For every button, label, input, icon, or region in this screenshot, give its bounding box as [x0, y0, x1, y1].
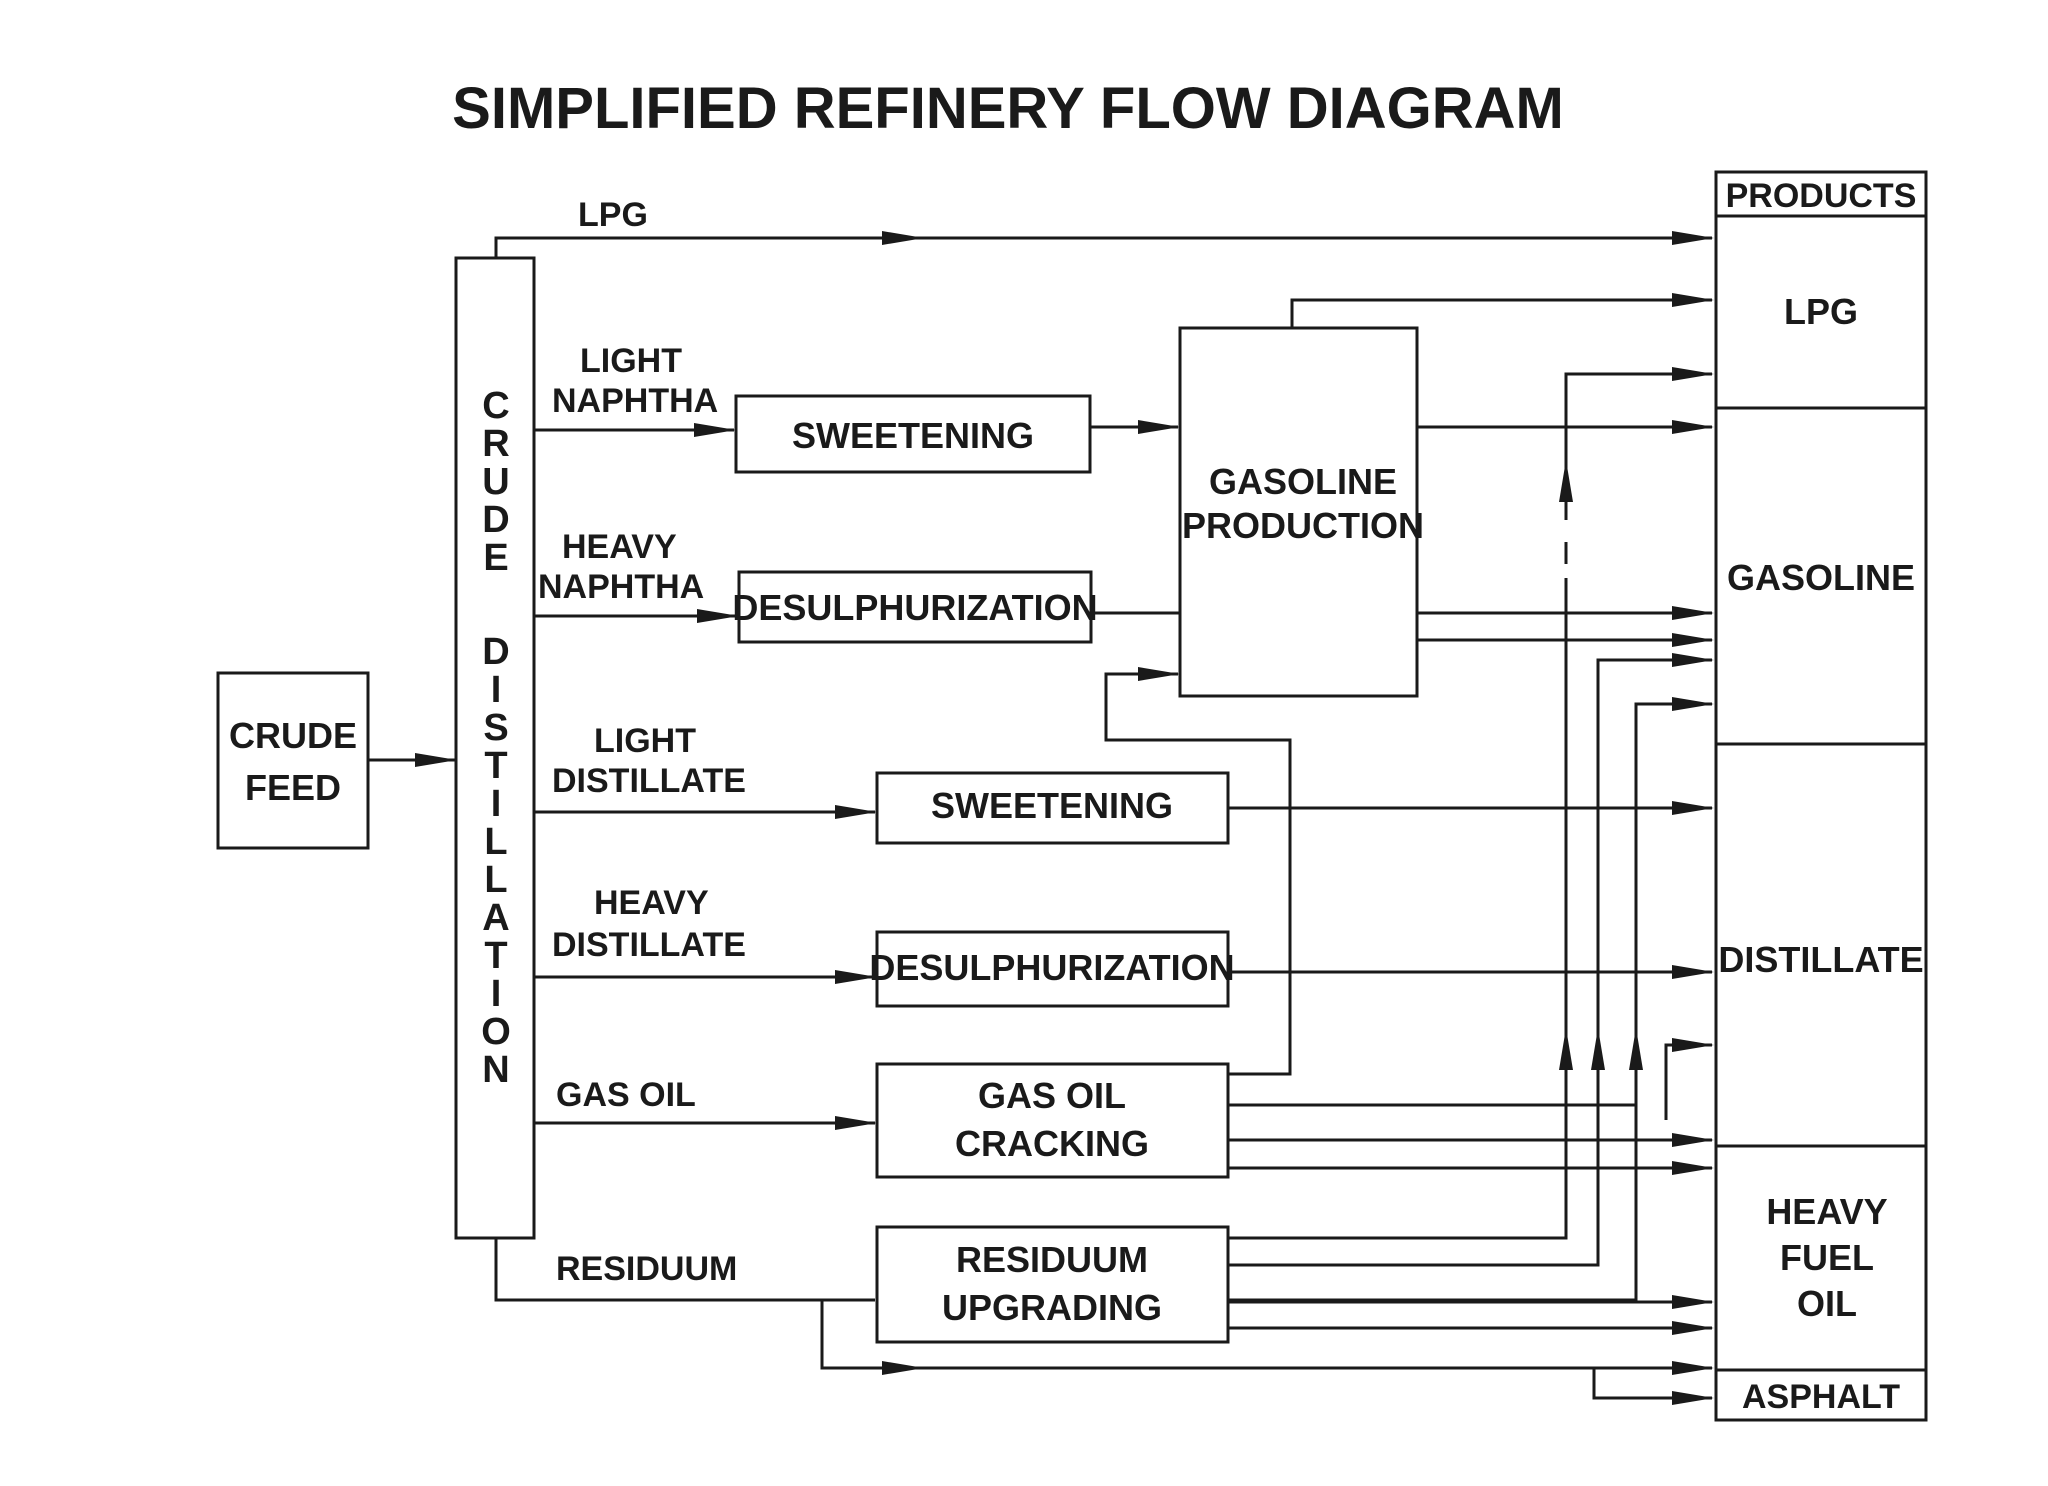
desulph-1-label: DESULPHURIZATION	[732, 587, 1097, 628]
crude-feed-line2: FEED	[245, 767, 341, 808]
cd-s: S	[483, 707, 508, 749]
desulph-2-box	[875, 930, 1230, 1008]
products-lpg: LPG	[1784, 291, 1858, 332]
cd-r: R	[482, 423, 509, 465]
stream-heavy-naphtha-label-2: NAPHTHA	[538, 568, 704, 606]
cd-t2: T	[484, 935, 507, 977]
products-heavy-fuel-oil-2: FUEL	[1780, 1237, 1874, 1278]
cd-u: U	[482, 461, 509, 503]
residuum-upgrading-box	[875, 1225, 1230, 1344]
riser-1-top	[1564, 367, 1714, 462]
riser-2	[1596, 653, 1714, 1030]
crude-feed-line1: CRUDE	[229, 715, 357, 756]
products-asphalt-box	[1714, 1368, 1928, 1422]
stream-heavy-naphtha-label-1: HEAVY	[562, 528, 677, 566]
residuum-upgrading-label-1: RESIDUUM	[956, 1239, 1148, 1280]
gasoline-production-label-2: PRODUCTION	[1182, 505, 1424, 546]
products-gasoline: GASOLINE	[1727, 557, 1915, 598]
cd-d: D	[482, 499, 509, 541]
gas-oil-cracking-box	[875, 1062, 1230, 1179]
cracking-to-gasoline-recycle	[1104, 667, 1292, 1076]
stream-light-distillate-label-1: LIGHT	[594, 722, 696, 760]
products-heavy-fuel-oil-1: HEAVY	[1766, 1191, 1887, 1232]
cd-d2: D	[482, 631, 509, 673]
products-heavy-fuel-oil-box	[1714, 1144, 1928, 1372]
stream-heavy-distillate-label-1: HEAVY	[594, 884, 709, 922]
products-header-box	[1714, 170, 1928, 218]
cd-i3: I	[491, 973, 502, 1015]
crude-feed-box	[216, 671, 370, 850]
stream-gas-oil-label: GAS OIL	[556, 1076, 696, 1114]
stream-light-distillate-label-2: DISTILLATE	[552, 762, 746, 800]
gas-oil-cracking-label-2: CRACKING	[955, 1123, 1149, 1164]
residuum-upgrading-label-2: UPGRADING	[942, 1287, 1162, 1328]
cd-i2: I	[491, 783, 502, 825]
stream-light-naphtha-label-2: NAPHTHA	[552, 382, 718, 420]
stream-light-naphtha-label-1: LIGHT	[580, 342, 682, 380]
products-gasoline-box	[1714, 406, 1928, 746]
cd-a: A	[482, 897, 509, 939]
stream-lpg-line	[494, 231, 1714, 258]
gasoline-production-box	[1178, 326, 1419, 698]
cd-c: C	[482, 385, 509, 427]
upgrading-out-1	[1228, 1028, 1573, 1240]
sweetening-1-label: SWEETENING	[792, 415, 1034, 456]
stream-residuum-line	[494, 1238, 875, 1302]
products-distillate-box	[1714, 742, 1928, 1148]
gasoline-to-lpg	[1290, 293, 1714, 328]
cracking-to-distillate	[1664, 1038, 1714, 1120]
products-distillate: DISTILLATE	[1718, 939, 1923, 980]
desulph-2-label: DESULPHURIZATION	[869, 947, 1234, 988]
stream-residuum-label: RESIDUUM	[556, 1250, 737, 1288]
cd-e: E	[483, 537, 508, 579]
riser-3	[1634, 697, 1714, 1030]
diagram-title: SIMPLIFIED REFINERY FLOW DIAGRAM	[452, 76, 1564, 141]
gas-oil-cracking-label-1: GAS OIL	[978, 1075, 1126, 1116]
stream-lpg-label: LPG	[578, 196, 648, 234]
cd-l2: L	[484, 859, 507, 901]
sweetening-2-label: SWEETENING	[931, 785, 1173, 826]
desulph-1-box	[737, 570, 1093, 644]
gasoline-production-label-1: GASOLINE	[1209, 461, 1397, 502]
upgrading-out-3	[1228, 1028, 1643, 1302]
upgrading-out-2	[1228, 1028, 1605, 1267]
crude-distillation-label: C R U D E D I S T I L L A T I O N	[481, 385, 511, 1091]
cd-n: N	[482, 1049, 509, 1091]
cd-o: O	[481, 1011, 511, 1053]
sweetening-1-box	[734, 394, 1092, 474]
products-heavy-fuel-oil-3: OIL	[1797, 1283, 1857, 1324]
stream-heavy-distillate-label-2: DISTILLATE	[552, 926, 746, 964]
products-header: PRODUCTS	[1726, 177, 1917, 215]
products-lpg-box	[1714, 214, 1928, 410]
sweetening-2-box	[875, 771, 1230, 845]
products-asphalt: ASPHALT	[1742, 1378, 1900, 1416]
cd-t: T	[484, 745, 507, 787]
cd-i: I	[491, 669, 502, 711]
cd-l: L	[484, 821, 507, 863]
